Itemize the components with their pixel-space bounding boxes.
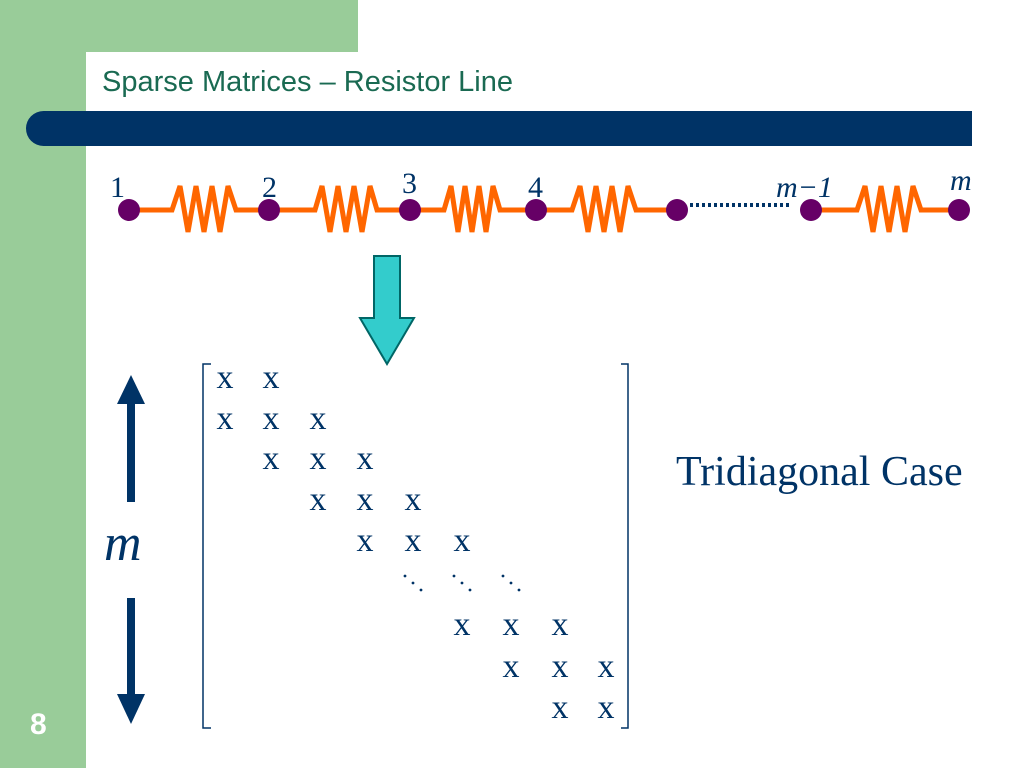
node-label-3: 3 <box>402 167 417 200</box>
node-label-m-minus-1: m−1 <box>776 171 833 204</box>
page-number: 8 <box>30 708 47 741</box>
node-4 <box>525 199 547 221</box>
resistor-3-4 <box>407 185 539 233</box>
node-label-4: 4 <box>528 171 543 204</box>
matrix-entry: x <box>598 648 615 685</box>
node-label-1: 1 <box>110 171 125 204</box>
matrix-entry: x <box>217 400 234 437</box>
matrix-entry: x <box>263 440 280 477</box>
matrix-entry: x <box>405 481 422 518</box>
node-1 <box>118 199 140 221</box>
title-divider-bar <box>26 111 972 146</box>
matrix-ellipsis-dot <box>501 574 505 578</box>
matrix-entry: x <box>405 522 422 559</box>
down-arrow-shaft <box>127 598 135 698</box>
tridiagonal-case-label: Tridiagonal Case <box>676 449 963 495</box>
matrix-entry: x <box>552 648 569 685</box>
down-arrow-head <box>117 694 145 724</box>
matrix-ellipsis-dot <box>460 581 464 585</box>
matrix-ellipsis-dot <box>517 588 521 592</box>
matrix-entry: x <box>503 606 520 643</box>
matrix-ellipsis-dot <box>452 574 456 578</box>
matrix-entry: x <box>357 522 374 559</box>
matrix-ellipsis-dot <box>468 588 472 592</box>
up-arrow-shaft <box>127 400 135 502</box>
matrix-entry: x <box>552 606 569 643</box>
resistor-1-2 <box>126 185 272 233</box>
matrix-entry: x <box>263 400 280 437</box>
matrix-entry: x <box>357 440 374 477</box>
node-label-m: m <box>950 164 972 197</box>
matrix-left-bracket <box>202 363 211 729</box>
matrix-right-bracket <box>621 363 629 729</box>
down-arrow <box>358 255 416 366</box>
matrix-ellipsis-dot <box>411 581 415 585</box>
matrix-entry: x <box>454 522 471 559</box>
matrix-ellipsis-dot <box>419 588 423 592</box>
resistor-4-5 <box>533 185 680 233</box>
matrix-entry: x <box>263 359 280 396</box>
matrix-entry: x <box>357 481 374 518</box>
matrix-entry: x <box>310 400 327 437</box>
node-3 <box>399 199 421 221</box>
matrix-ellipsis-dot <box>509 581 513 585</box>
matrix-entry: x <box>310 440 327 477</box>
slide-title: Sparse Matrices – Resistor Line <box>102 66 513 98</box>
matrix-entry: x <box>503 648 520 685</box>
matrix-entry: x <box>598 689 615 726</box>
node-m <box>948 199 970 221</box>
node-m-minus-1 <box>800 199 822 221</box>
matrix-entry: x <box>552 689 569 726</box>
matrix-entry: x <box>454 606 471 643</box>
matrix-dimension-label: m <box>104 515 142 572</box>
node-label-2: 2 <box>262 171 277 204</box>
matrix-entry: x <box>217 359 234 396</box>
matrix-entry: x <box>310 481 327 518</box>
matrix-ellipsis-dot <box>403 574 407 578</box>
resistor-2-3 <box>266 185 413 233</box>
node-2 <box>258 199 280 221</box>
resistor-last <box>808 185 962 233</box>
node-5 <box>666 199 688 221</box>
top-accent-background <box>0 0 358 52</box>
up-arrow-head <box>117 375 145 404</box>
slide-content-area <box>86 52 1024 768</box>
